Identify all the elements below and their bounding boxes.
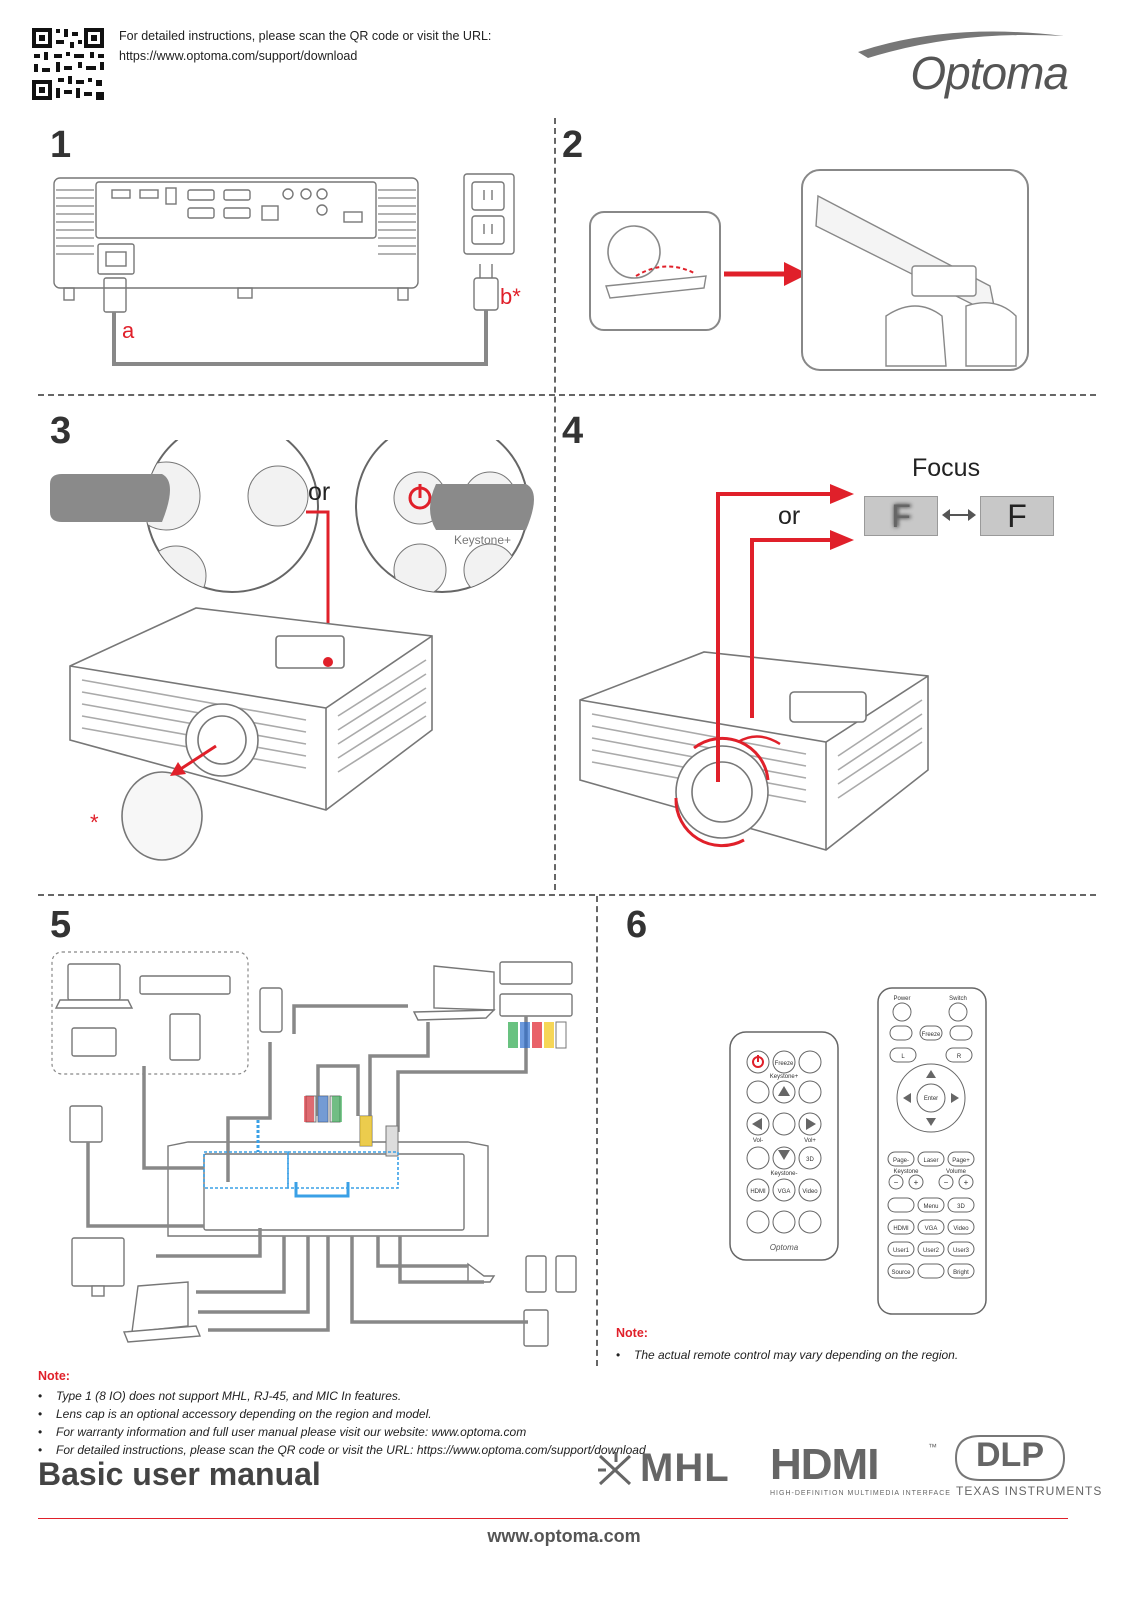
focus-blurred-letter: F — [891, 498, 911, 534]
step5-illustration — [48, 946, 588, 1350]
step-number-2: 2 — [562, 124, 584, 166]
projector-rear-power-diagram: a b* — [53, 173, 521, 366]
header-instructions: For detailed instructions, please scan t… — [119, 26, 491, 66]
small-remote-keystone-minus: Keystone- — [770, 1171, 797, 1177]
step-number-6: 6 — [626, 904, 648, 946]
large-remote-enter: Enter — [924, 1096, 938, 1102]
large-remote-laser: Laser — [923, 1158, 938, 1164]
manual-title: Basic user manual — [38, 1456, 321, 1492]
large-remote-vga: VGA — [925, 1226, 938, 1232]
step6-note-title: Note: — [616, 1326, 648, 1340]
large-remote-switch-label: Switch — [949, 996, 967, 1002]
large-remote-l: L — [901, 1054, 905, 1060]
focus-double-arrow-icon — [940, 505, 978, 530]
footer-url[interactable]: www.optoma.com — [487, 1526, 641, 1546]
divider-horizontal-1 — [38, 394, 1096, 396]
large-remote-user1: User1 — [893, 1248, 910, 1254]
step1-illustration: a b* — [48, 160, 538, 380]
remote-control-small: Freeze Keystone+ Vol- Vol+ Keystone- 3D … — [728, 1030, 840, 1262]
power-on-diagram: Keystone+ or * — [50, 419, 534, 861]
battery-insertion-diagram — [589, 169, 1029, 371]
large-remote-freeze: Freeze — [922, 1032, 941, 1038]
large-remote-3d: 3D — [957, 1204, 965, 1210]
header-instruction-line1: For detailed instructions, please scan t… — [119, 29, 492, 43]
large-remote-volume-label: Volume — [946, 1169, 967, 1175]
large-remote-r: R — [957, 1054, 962, 1060]
small-remote-vol-plus: Vol+ — [804, 1138, 816, 1144]
note-item-2: Lens cap is an optional accessory depend… — [38, 1405, 1098, 1423]
focus-blurred-box: F — [864, 496, 938, 536]
step-number-1: 1 — [50, 124, 72, 166]
large-remote-volume-plus: + — [964, 1178, 969, 1187]
connection-diagram — [51, 951, 577, 1347]
cable-label-a: a — [122, 318, 135, 343]
small-remote-vol-minus: Vol- — [753, 1138, 763, 1144]
footer-divider — [38, 1518, 1068, 1519]
focus-sharp-box: F — [980, 496, 1054, 536]
optoma-logo: Optoma — [838, 28, 1069, 99]
step6-note: Note: The actual remote control may vary… — [616, 1326, 1096, 1364]
small-remote-brand: Optoma — [770, 1243, 799, 1252]
large-remote-keystone-label: Keystone — [893, 1169, 919, 1175]
hdmi-logo-text: HDMI — [770, 1440, 879, 1489]
small-remote-hdmi: HDMI — [750, 1189, 766, 1195]
note-item-4: For detailed instructions, please scan t… — [38, 1441, 1098, 1459]
focus-title: Focus — [912, 454, 981, 482]
step4-or-text: or — [778, 502, 801, 530]
note-item-1: Type 1 (8 IO) does not support MHL, RJ-4… — [38, 1387, 1098, 1405]
large-remote-page-plus: Page+ — [952, 1158, 970, 1164]
large-remote-bright: Bright — [953, 1270, 969, 1276]
dlp-subtitle: TEXAS INSTRUMENTS — [956, 1484, 1103, 1498]
large-remote-keystone-plus: + — [914, 1178, 919, 1187]
small-remote-3d: 3D — [806, 1157, 814, 1163]
note-item-3: For warranty information and full user m… — [38, 1423, 1098, 1441]
mhl-logo-text: MHL — [640, 1446, 730, 1490]
keystone-plus-label: Keystone+ — [454, 533, 511, 547]
hdmi-logo: HDMI ™ HIGH-DEFINITION MULTIMEDIA INTERF… — [770, 1440, 950, 1500]
large-remote-volume-minus: − — [944, 1178, 949, 1187]
large-remote-video: Video — [953, 1226, 969, 1232]
large-remote-hdmi: HDMI — [893, 1226, 909, 1232]
focus-sharp-letter: F — [1007, 498, 1027, 534]
step3-or-text: or — [308, 478, 330, 506]
large-remote-keystone-minus: − — [894, 1178, 899, 1187]
hdmi-subtitle: HIGH-DEFINITION MULTIMEDIA INTERFACE — [770, 1490, 951, 1497]
large-remote-menu: Menu — [923, 1204, 938, 1210]
remote-control-large: Power Switch Freeze L R Enter Page- Lase… — [876, 986, 988, 1316]
step-number-3: 3 — [50, 410, 72, 452]
notes-section: Note: Type 1 (8 IO) does not support MHL… — [38, 1369, 1098, 1459]
step2-illustration — [586, 166, 1056, 380]
dlp-logo: DLP TEXAS INSTRUMENTS — [950, 1432, 1101, 1500]
notes-title: Note: — [38, 1369, 70, 1383]
large-remote-page-minus: Page- — [893, 1158, 909, 1164]
large-remote-user2: User2 — [923, 1248, 940, 1254]
step6-note-item: The actual remote control may vary depen… — [616, 1346, 1096, 1364]
divider-vertical-bottom — [596, 896, 598, 1366]
dlp-logo-text: DLP — [976, 1436, 1044, 1474]
mhl-symbol-icon — [598, 1452, 632, 1486]
hdmi-tm: ™ — [928, 1442, 937, 1452]
notes-list: Type 1 (8 IO) does not support MHL, RJ-4… — [38, 1387, 1098, 1459]
large-remote-power-label: Power — [893, 996, 910, 1002]
large-remote-source: Source — [891, 1270, 911, 1276]
step-number-5: 5 — [50, 904, 72, 946]
large-remote-user3: User3 — [953, 1248, 970, 1254]
step-number-4: 4 — [562, 410, 584, 452]
cable-label-b: b* — [500, 284, 521, 309]
small-remote-video: Video — [802, 1189, 818, 1195]
header-instruction-url: https://www.optoma.com/support/download — [119, 49, 358, 63]
qr-code — [30, 26, 106, 102]
divider-vertical-top — [554, 118, 556, 890]
step4-illustration — [574, 480, 1090, 860]
small-remote-freeze: Freeze — [775, 1061, 794, 1067]
divider-horizontal-2 — [38, 894, 1096, 896]
small-remote-vga: VGA — [778, 1189, 791, 1195]
lens-cap-asterisk: * — [90, 810, 99, 835]
dlp-emblem-icon — [954, 1435, 1066, 1481]
focus-zoom-diagram — [579, 484, 929, 851]
small-remote-keystone-plus: Keystone+ — [770, 1074, 799, 1080]
step3-illustration: Keystone+ or * — [46, 419, 552, 870]
optoma-logo-text: Optoma — [910, 47, 1069, 99]
step6-note-list: The actual remote control may vary depen… — [616, 1346, 1096, 1364]
